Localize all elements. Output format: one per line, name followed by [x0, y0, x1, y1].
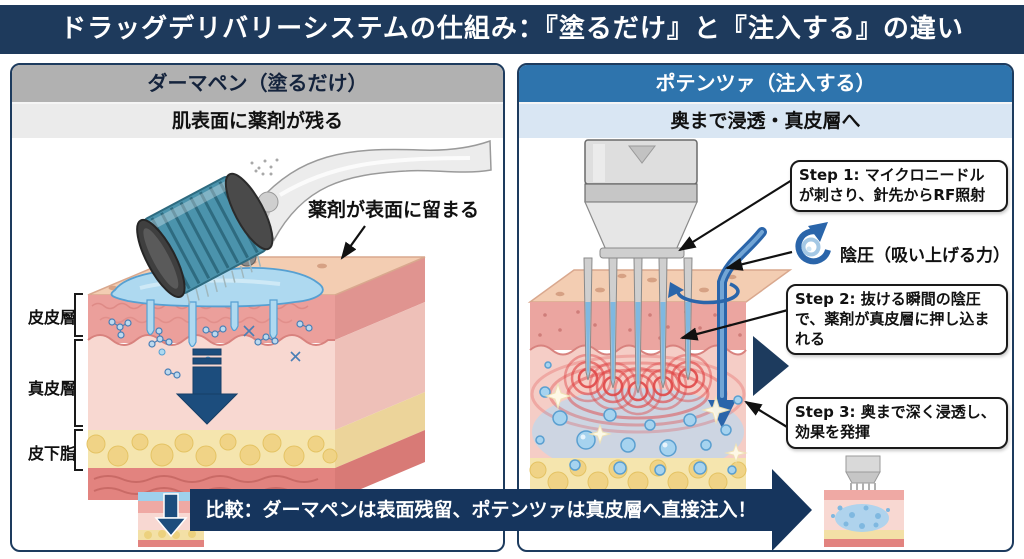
left-panel-header: ダーマペン（塗るだけ） [12, 65, 503, 104]
callout-connector-arrow [340, 225, 366, 260]
panel-potenza: ポテンツァ（注入する） 奥まで浸透・真皮層へ Step 1: マイクロニードルが… [517, 63, 1014, 552]
right-panel-subheader: 奥まで浸透・真皮層へ [519, 104, 1012, 138]
comparison-banner-arrowhead-icon [772, 469, 812, 551]
drip [188, 301, 197, 348]
layer-label-dermis: 真皮層 [27, 379, 76, 398]
layer-label-epidermis: 皮皮層 [27, 308, 76, 327]
chevron-right-icon [753, 336, 789, 396]
drip [146, 299, 155, 336]
callout-connector-arrow [678, 179, 793, 431]
right-panel-header: ポテンツァ（注入する） [519, 65, 1012, 104]
left-panel-subheader: 肌表面に薬剤が残る [12, 104, 503, 138]
comparison-banner: 比較：ダーマペンは表面残留、ポテンツァは真皮層へ直接注入！ [190, 489, 772, 531]
mini-dermapen-result-icon [138, 492, 204, 547]
molecule-dots [108, 318, 313, 379]
step1-callout: Step 1: マイクロニードルが刺さり、針先からRF照射 [790, 160, 1008, 212]
step2-callout: Step 2: 抜ける瞬間の陰圧で、薬剤が真皮層に押し込まれる [786, 284, 1008, 356]
dermapen-illustration [62, 139, 492, 547]
surface-annotation: 薬剤が表面に留まる [308, 199, 480, 221]
dermaroller-icon [136, 139, 492, 305]
page-title: ドラッグデリバリーシステムの仕組み：『塗るだけ』と『注入する』の違い [0, 5, 1024, 54]
layer-label-subcutaneous-fat: 皮下脂 [27, 444, 76, 463]
potenza-illustration [527, 139, 904, 547]
layer-bracket [62, 293, 83, 471]
suction-label: 陰圧（吸い上げる力） [840, 246, 1010, 266]
drug-droplets [535, 361, 743, 476]
down-arrow-icon [175, 348, 239, 425]
sparkle-icon [544, 382, 748, 464]
panel-dermapen: ダーマペン（塗るだけ） 肌表面に薬剤が残る 薬剤が表面に留まる 皮皮層 真皮層 … [10, 63, 505, 552]
potenza-handpiece-icon [584, 139, 698, 259]
mini-potenza-result-icon [824, 455, 904, 547]
rotation-arrow-icon [795, 222, 831, 265]
drip [230, 301, 239, 332]
drip [269, 299, 278, 340]
step3-callout: Step 3: 奥まで深く浸透し、効果を発揮 [786, 397, 1008, 449]
